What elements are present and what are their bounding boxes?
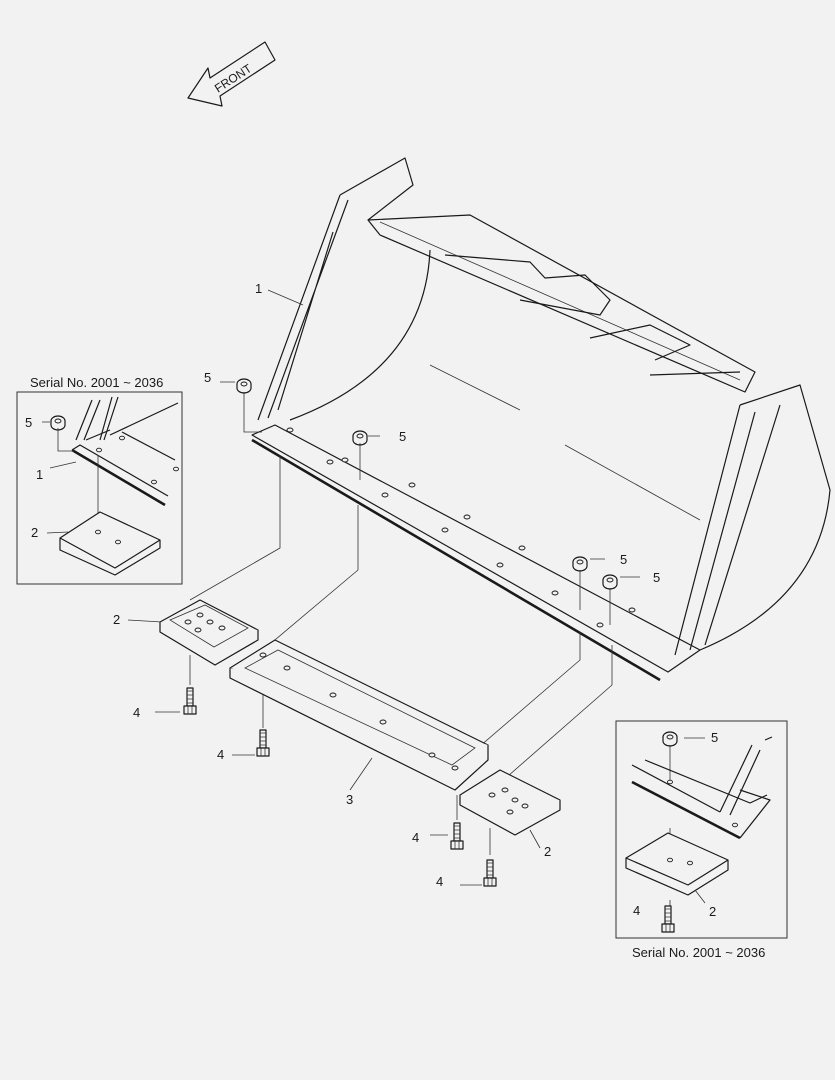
callout-4[interactable]: 4 <box>633 903 640 918</box>
callout-2[interactable]: 2 <box>709 904 716 919</box>
pad-right-part-2[interactable] <box>459 769 561 836</box>
callout-1[interactable]: 1 <box>255 281 262 296</box>
callout-5[interactable]: 5 <box>620 552 627 567</box>
callout-4[interactable]: 4 <box>217 747 224 762</box>
inset-caption: Serial No. 2001 ~ 2036 <box>30 375 163 390</box>
front-direction-arrow: FRONT <box>187 41 276 107</box>
edge-plate-part-3[interactable] <box>229 639 489 791</box>
callout-4[interactable]: 4 <box>133 705 140 720</box>
callout-2[interactable]: 2 <box>31 525 38 540</box>
bucket <box>251 157 831 682</box>
callout-3[interactable]: 3 <box>346 792 353 807</box>
leader-lines <box>127 289 640 886</box>
inset-caption: Serial No. 2001 ~ 2036 <box>632 945 765 960</box>
callout-5[interactable]: 5 <box>711 730 718 745</box>
inset-left: Serial No. 2001 ~ 2036 5 1 2 <box>16 375 183 585</box>
callout-4[interactable]: 4 <box>436 874 443 889</box>
callout-1[interactable]: 1 <box>36 467 43 482</box>
callout-5[interactable]: 5 <box>399 429 406 444</box>
callout-5[interactable]: 5 <box>653 570 660 585</box>
inset-right: Serial No. 2001 ~ 2036 5 4 2 <box>615 720 788 960</box>
callout-2[interactable]: 2 <box>113 612 120 627</box>
callout-5[interactable]: 5 <box>204 370 211 385</box>
pad-left-part-2[interactable] <box>159 599 259 666</box>
nut-part-5[interactable] <box>236 378 618 590</box>
callout-4[interactable]: 4 <box>412 830 419 845</box>
callout-2[interactable]: 2 <box>544 844 551 859</box>
bucket-bolt-holes <box>286 427 636 628</box>
callout-5[interactable]: 5 <box>25 415 32 430</box>
